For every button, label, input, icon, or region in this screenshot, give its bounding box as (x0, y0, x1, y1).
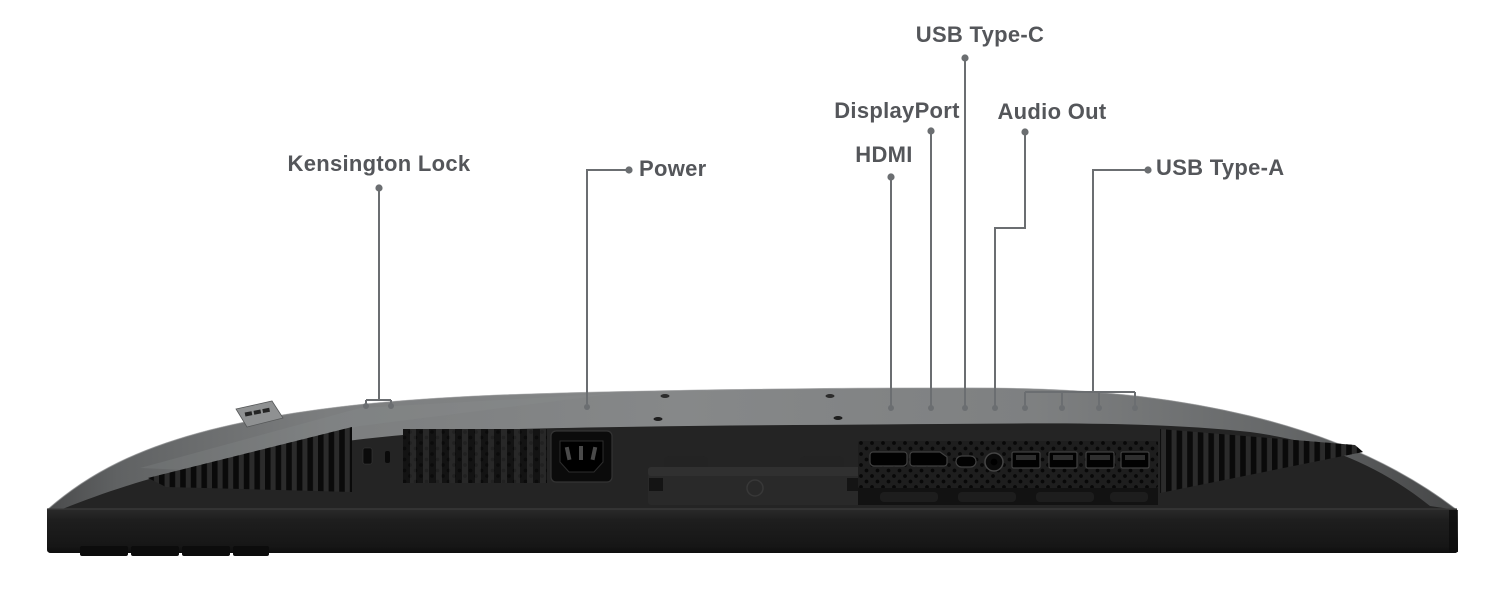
monitor-top-surface (47, 388, 1457, 510)
leader-line-dots (363, 54, 1152, 411)
screw-hole (833, 416, 843, 420)
usb-a-label: USB Type-A (1156, 155, 1285, 180)
kensington-lock-label: Kensington Lock (287, 151, 471, 176)
port-panel (858, 441, 1158, 505)
usb-a-port-3 (1085, 451, 1115, 469)
vent-grille-center (403, 429, 547, 483)
usb-a-leader-line (1024, 169, 1147, 405)
displayport-label: DisplayPort (834, 98, 960, 123)
stand-mount (648, 456, 862, 505)
usb-c-label: USB Type-C (915, 22, 1045, 47)
power-inlet (550, 430, 613, 483)
osd-buttons (80, 546, 269, 556)
displayport-port (909, 451, 948, 467)
front-bezel-band (47, 509, 1458, 553)
kensington-slot-secondary (385, 451, 390, 463)
brand-badge (235, 400, 284, 428)
power-label: Power (639, 156, 707, 181)
hdmi-port (869, 451, 908, 467)
usb-a-port-1 (1011, 451, 1041, 469)
power-leader-line (586, 169, 628, 404)
hdmi-label: HDMI (855, 142, 913, 167)
bezel-right-edge (1449, 510, 1458, 552)
top-edge-highlight (46, 387, 1458, 511)
screw-hole (825, 394, 835, 398)
screw-hole (660, 394, 670, 398)
audio-out-label: Audio Out (997, 99, 1107, 124)
kensington-leader-line (365, 188, 392, 404)
usb-a-port-2 (1048, 451, 1078, 469)
kensington-slot (362, 447, 373, 465)
screw-hole (653, 417, 663, 421)
audio-out-jack-hole (990, 458, 998, 466)
usb-c-port (955, 455, 977, 468)
usb-a-port-4 (1120, 451, 1150, 469)
audio-out-leader-line (994, 132, 1026, 406)
